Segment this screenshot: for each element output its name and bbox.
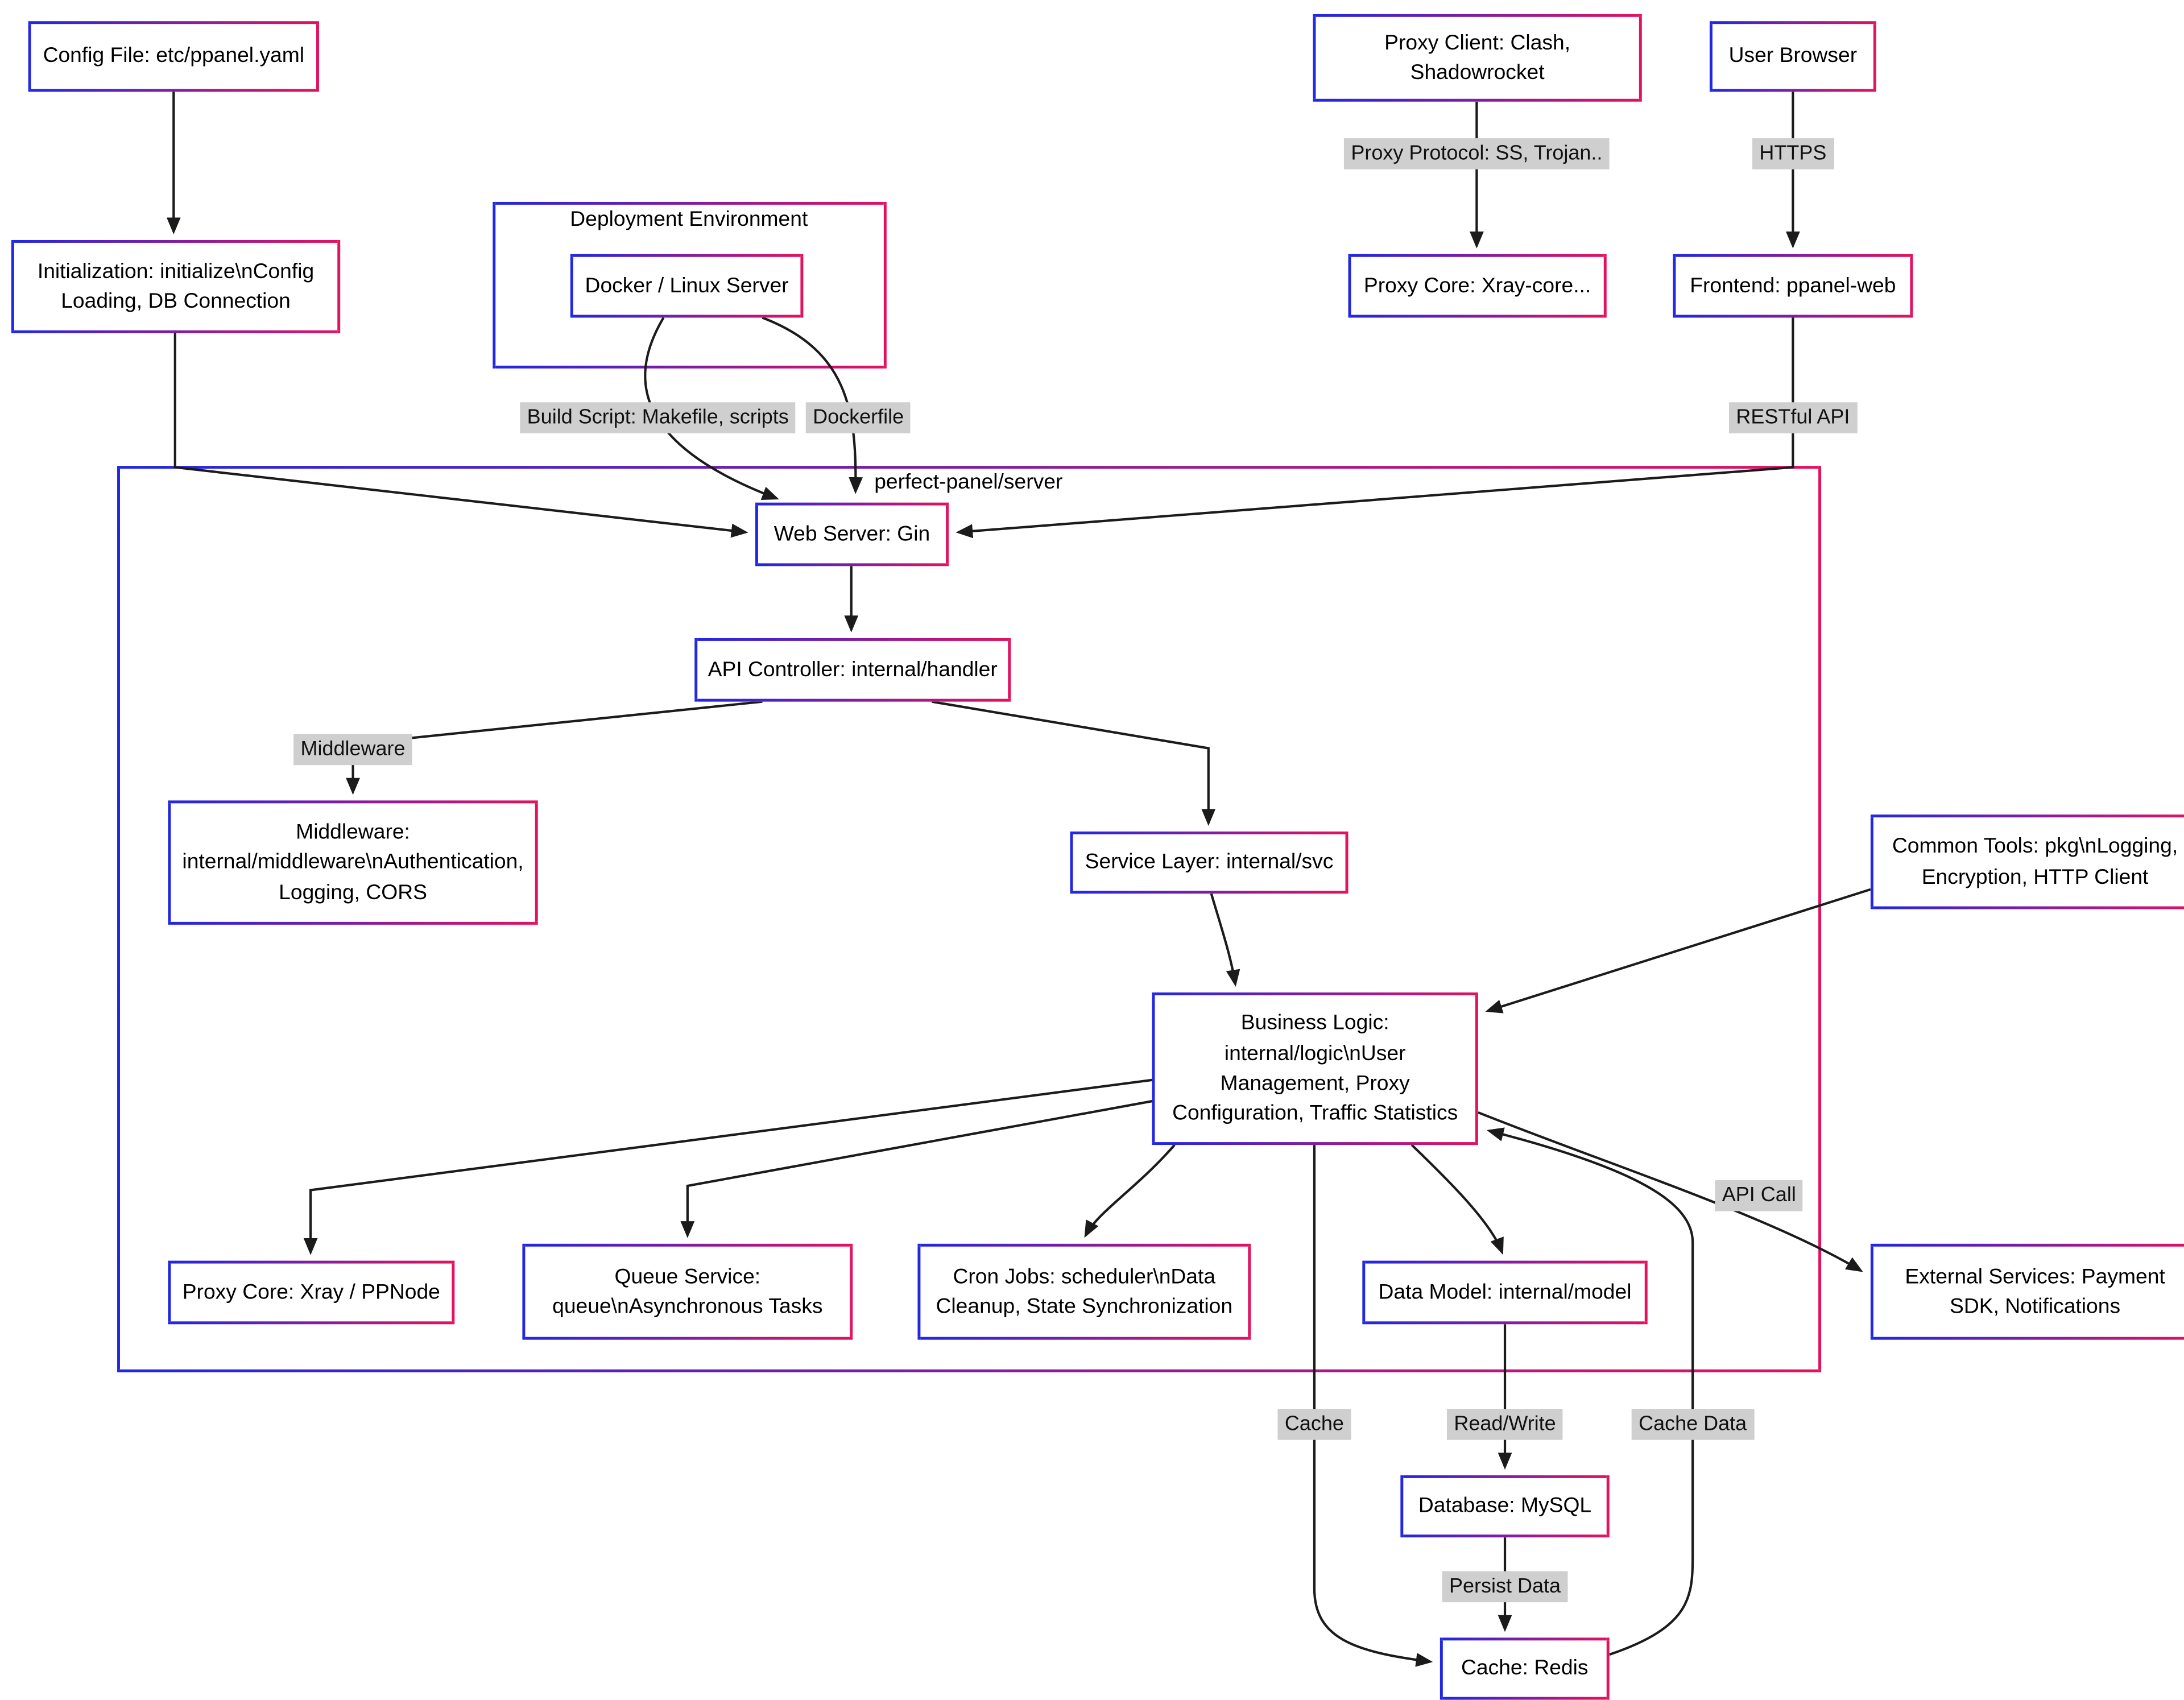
node-service-layer: Service Layer: internal/svc xyxy=(1070,832,1349,894)
edge-business-logic-to-queue-service xyxy=(680,1100,1152,1238)
edge-business-logic-to-cache xyxy=(1313,1145,1433,1667)
edge-business-logic-to-external-services xyxy=(1478,1111,1863,1272)
node-business-logic: Business Logic: internal/logic\nUser Man… xyxy=(1152,992,1478,1145)
edge-cache-to-business-logic xyxy=(1486,1127,1694,1656)
edge-label-cache: Cache xyxy=(1277,1409,1351,1440)
node-cron-jobs: Cron Jobs: scheduler\nData Cleanup, Stat… xyxy=(917,1243,1251,1340)
edge-label-restful-api: RESTful API xyxy=(1728,402,1857,434)
node-database-mysql: Database: MySQL xyxy=(1400,1475,1610,1538)
node-config-file: Config File: etc/ppanel.yaml xyxy=(28,21,319,92)
subgraph-deployment-environment-label: Deployment Environment xyxy=(570,207,808,232)
node-web-server: Web Server: Gin xyxy=(755,502,949,566)
subgraph-perfect-panel-server-label: perfect-panel/server xyxy=(874,470,1063,494)
node-queue-service: Queue Service: queue\nAsynchronous Tasks xyxy=(522,1243,853,1340)
node-external-services: External Services: Payment SDK, Notifica… xyxy=(1870,1243,2184,1340)
edge-api-controller-to-middleware xyxy=(346,700,763,795)
edge-label-api-call: API Call xyxy=(1715,1180,1804,1211)
edge-common-tools-to-business-logic xyxy=(1485,888,1871,1014)
node-proxy-core-xray: Proxy Core: Xray-core... xyxy=(1348,254,1607,318)
edge-service-layer-to-business-logic xyxy=(1210,893,1240,987)
node-common-tools: Common Tools: pkg\nLogging, Encryption, … xyxy=(1870,814,2184,909)
edge-api-controller-to-service-layer xyxy=(931,700,1216,826)
node-data-model: Data Model: internal/model xyxy=(1362,1260,1648,1325)
node-initialization: Initialization: initialize\nConfig Loadi… xyxy=(11,239,341,333)
edge-label-https: HTTPS xyxy=(1752,138,1834,170)
edge-label-cache-data: Cache Data xyxy=(1631,1409,1754,1440)
node-proxy-client: Proxy Client: Clash, Shadowrocket xyxy=(1313,14,1642,102)
edge-label-persist-data: Persist Data xyxy=(1442,1571,1568,1603)
node-middleware: Middleware: internal/middleware\nAuthent… xyxy=(168,800,538,925)
node-user-browser: User Browser xyxy=(1709,21,1876,92)
edge-business-logic-to-data-model xyxy=(1410,1144,1504,1255)
edge-business-logic-to-cron-jobs xyxy=(1084,1144,1176,1238)
node-api-controller: API Controller: internal/handler xyxy=(694,638,1011,702)
edge-label-read-write: Read/Write xyxy=(1446,1409,1563,1440)
edge-business-logic-to-proxy-core-node xyxy=(303,1078,1152,1255)
node-cache-redis: Cache: Redis xyxy=(1440,1637,1610,1700)
edge-label-proxy-protocol: Proxy Protocol: SS, Trojan.. xyxy=(1343,138,1610,170)
edge-label-middleware: Middleware xyxy=(293,734,412,766)
edge-label-dockerfile: Dockerfile xyxy=(805,402,911,434)
edge-initialization-to-web-server xyxy=(173,333,748,538)
edge-label-build-script: Build Script: Makefile, scripts xyxy=(520,402,796,434)
node-proxy-core-ppnode: Proxy Core: Xray / PPNode xyxy=(168,1260,455,1325)
edge-docker-to-web-server-dockerfile xyxy=(762,316,863,494)
edge-frontend-to-web-server xyxy=(956,317,1794,539)
node-frontend: Frontend: ppanel-web xyxy=(1673,254,1913,318)
node-docker-linux-server: Docker / Linux Server xyxy=(570,254,804,318)
